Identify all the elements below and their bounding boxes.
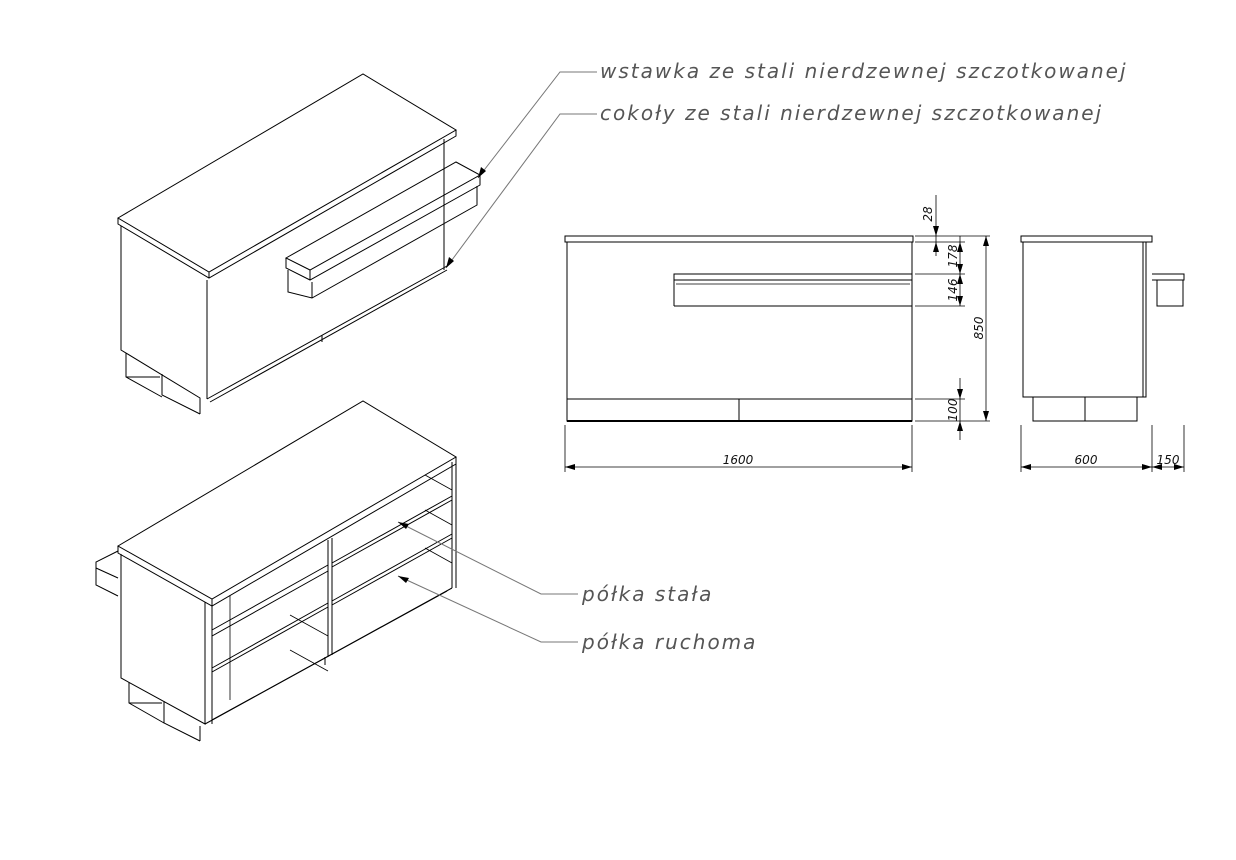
dim-146: 146 xyxy=(946,278,960,301)
isometric-back-view xyxy=(95,400,457,742)
side-elevation xyxy=(1020,235,1185,422)
isometric-front-view xyxy=(117,73,482,415)
dim-1600: 1600 xyxy=(723,453,754,467)
dim-178: 178 xyxy=(946,244,960,267)
dim-850: 850 xyxy=(972,316,986,339)
dimension-lines xyxy=(564,195,1185,472)
fixed-shelf-annotation: półka stała xyxy=(581,582,713,606)
dim-150: 150 xyxy=(1157,453,1180,467)
plinth-annotation: cokoły ze stali nierdzewnej szczotkowane… xyxy=(600,101,1103,125)
dim-600: 600 xyxy=(1075,453,1098,467)
dim-100: 100 xyxy=(946,398,960,421)
dim-28: 28 xyxy=(921,206,935,222)
front-elevation xyxy=(564,235,914,422)
insert-annotation: wstawka ze stali nierdzewnej szczotkowan… xyxy=(600,59,1128,83)
movable-shelf-annotation: półka ruchoma xyxy=(581,630,757,654)
annotation-leaders xyxy=(397,71,597,643)
